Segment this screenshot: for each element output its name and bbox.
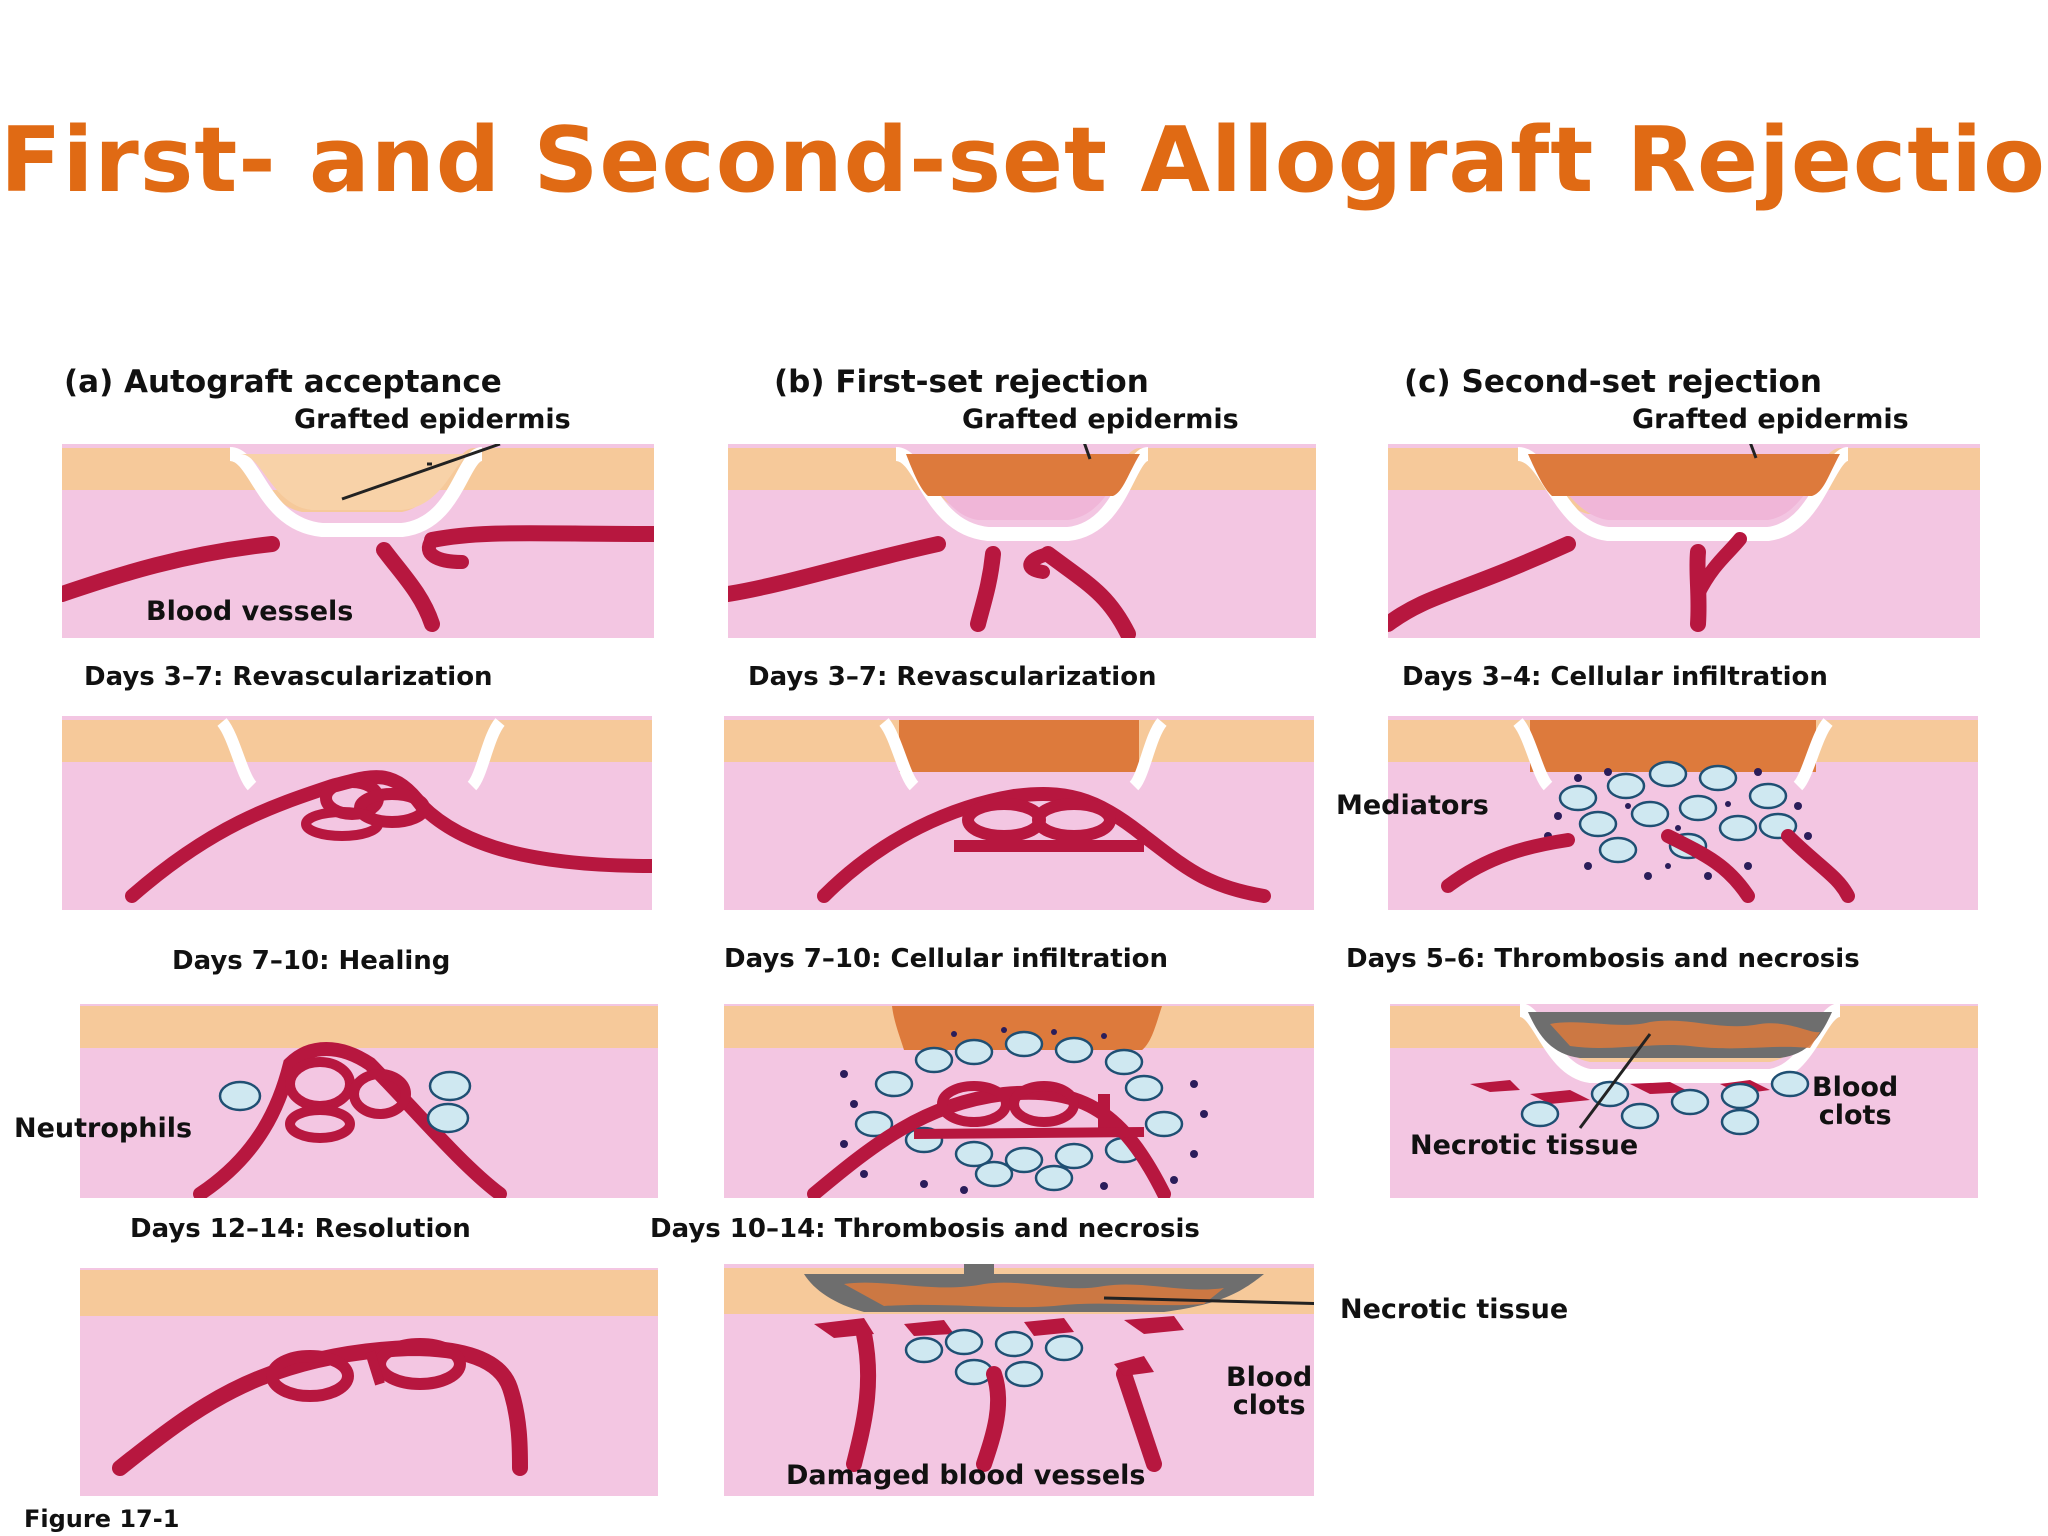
grafted-epidermis-label: Grafted epidermis [294,404,571,435]
panel-autograft-day0 [62,444,654,638]
blood-clots-label-line-2: clots [1232,1390,1306,1421]
panel-second-set-day0 [1388,444,1980,638]
panel-first-set-day0 [728,444,1316,638]
stage-label: Days 10–14: Thrombosis and necrosis [650,1214,1200,1244]
blood-vessels-label: Blood vessels [146,596,354,627]
column-header-autograft: (a) Autograft acceptance [64,364,502,400]
stage-label: Days 7–10: Cellular infiltration [724,944,1169,974]
panel-first-set-infiltration [724,1004,1314,1198]
panel-second-set-necrosis [1390,1004,1978,1198]
mediators-label: Mediators [1336,790,1489,821]
neutrophils-label: Neutrophils [14,1113,193,1144]
panel-autograft-revascularization [62,716,652,910]
blood-clots-label: Blood clots [1226,1364,1312,1420]
blood-clots-label: Blood clots [1812,1074,1898,1130]
panel-second-set-infiltration [1388,716,1978,910]
stage-label: Days 3–4: Cellular infiltration [1402,662,1828,692]
stage-label: Days 7–10: Healing [172,946,451,976]
stage-label: Days 3–7: Revascularization [748,662,1157,692]
figure-caption: Figure 17-1 [24,1505,180,1533]
blood-clots-label-line-1: Blood [1226,1362,1313,1393]
blood-clots-label-line-1: Blood [1812,1072,1899,1103]
stage-label: Days 3–7: Revascularization [84,662,493,692]
panel-autograft-resolution [80,1268,658,1496]
panel-first-set-necrosis [724,1264,1314,1496]
stage-label: Days 5–6: Thrombosis and necrosis [1346,944,1860,974]
grafted-epidermis-label: Grafted epidermis [1632,404,1909,435]
stage-label: Days 12–14: Resolution [130,1214,471,1244]
damaged-blood-vessels-label: Damaged blood vessels [786,1460,1146,1491]
grafted-epidermis-label: Grafted epidermis [962,404,1239,435]
necrotic-tissue-label: Necrotic tissue [1410,1130,1639,1161]
column-header-second-set: (c) Second-set rejection [1404,364,1822,400]
column-header-first-set: (b) First-set rejection [774,364,1149,400]
panel-autograft-healing [80,1004,658,1198]
blood-clots-label-line-2: clots [1818,1100,1892,1131]
panel-first-set-revascularization [724,716,1314,910]
slide-title: First- and Second-set Allograft Rejectio… [0,108,2048,213]
necrotic-tissue-label: Necrotic tissue [1340,1294,1569,1325]
